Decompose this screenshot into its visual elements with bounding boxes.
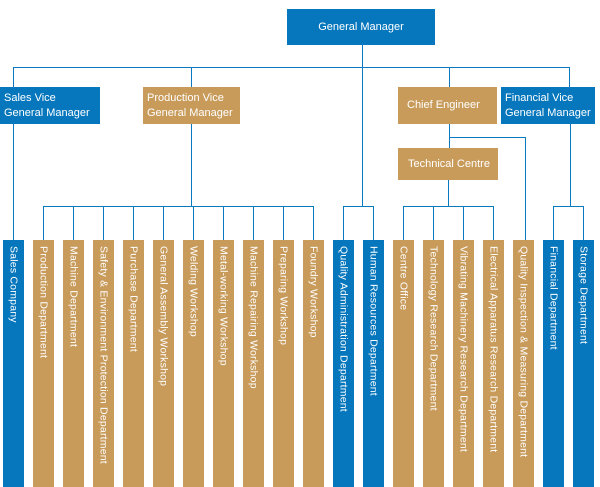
org-box-department: Quality Administration Department: [333, 240, 354, 487]
department-label: Foundry Workshop: [307, 246, 320, 338]
connector-line: [362, 67, 363, 206]
org-box-chief-engineer: Chief Engineer: [398, 87, 497, 124]
org-box-department: Sales Company: [3, 240, 24, 487]
connector-line: [553, 206, 554, 240]
connector-line: [493, 206, 494, 240]
connector-line: [403, 206, 404, 240]
department-label: Storage Department: [577, 246, 590, 345]
connector-line: [103, 206, 104, 240]
org-box-department: Machine Department: [63, 240, 84, 487]
org-box-production-vice-general-manager: Production Vice General Manager: [143, 87, 240, 124]
department-label: Safety & Environment Protection Departme…: [97, 246, 110, 464]
org-box-department: Storage Department: [573, 240, 594, 487]
connector-line: [343, 206, 344, 240]
org-box-department: Quality Inspection & Measuring Departmen…: [513, 240, 534, 487]
connector-line: [13, 67, 14, 87]
connector-line: [13, 67, 570, 68]
org-box-sales-vice-general-manager: Sales Vice General Manager: [0, 87, 100, 124]
department-label: Technology Research Department: [427, 246, 440, 411]
org-box-department: Human Resources Department: [363, 240, 384, 487]
department-label: Electrical Apparatus Research Department: [487, 246, 500, 453]
connector-line: [73, 206, 74, 240]
connector-line: [313, 206, 314, 240]
connector-line: [133, 206, 134, 240]
department-label: General Assembly Workshop: [157, 246, 170, 387]
connector-line: [570, 124, 571, 206]
connector-line: [191, 124, 192, 206]
connector-line: [525, 137, 526, 240]
org-box-department: General Assembly Workshop: [153, 240, 174, 487]
connector-line: [343, 206, 374, 207]
org-box-department: Technology Research Department: [423, 240, 444, 487]
department-label: Metal-working Workshop: [217, 246, 230, 366]
department-label: Vibrating Machinery Research Department: [457, 246, 470, 453]
connector-line: [569, 67, 570, 87]
org-box-department: Electrical Apparatus Research Department: [483, 240, 504, 487]
department-label: Centre Office: [397, 246, 410, 311]
org-box-financial-vice-general-manager: Financial Vice General Manager: [501, 87, 595, 124]
connector-line: [448, 180, 449, 206]
connector-line: [223, 206, 224, 240]
org-box-department: Metal-working Workshop: [213, 240, 234, 487]
org-box-department: Production Department: [33, 240, 54, 487]
department-label: Quality Administration Department: [337, 246, 350, 412]
org-box-technical-centre: Technical Centre: [398, 148, 498, 180]
connector-line: [13, 124, 14, 240]
org-box-department: Preparing Workshop: [273, 240, 294, 487]
connector-line: [433, 206, 434, 240]
org-box-department: Safety & Environment Protection Departme…: [93, 240, 114, 487]
org-box-general-manager: General Manager: [287, 9, 435, 45]
connector-line: [163, 206, 164, 240]
org-box-department: Welding Workshop: [183, 240, 204, 487]
org-box-department: Foundry Workshop: [303, 240, 324, 487]
connector-line: [449, 124, 450, 148]
connector-line: [553, 206, 584, 207]
org-box-department: Centre Office: [393, 240, 414, 487]
department-label: Purchase Department: [127, 246, 140, 352]
department-label: Preparing Workshop: [277, 246, 290, 346]
connector-line: [583, 206, 584, 240]
department-label: Financial Department: [547, 246, 560, 350]
department-label: Quality Inspection & Measuring Departmen…: [517, 246, 530, 458]
department-label: Machine Department: [67, 246, 80, 348]
department-label: Sales Company: [7, 246, 20, 323]
connector-line: [43, 206, 44, 240]
org-box-department: Purchase Department: [123, 240, 144, 487]
connector-line: [362, 45, 363, 67]
connector-line: [253, 206, 254, 240]
department-label: Welding Workshop: [187, 246, 200, 337]
connector-line: [193, 206, 194, 240]
connector-line: [373, 206, 374, 240]
org-box-department: Machine Repairing Workshop: [243, 240, 264, 487]
connector-line: [283, 206, 284, 240]
connector-line: [449, 137, 526, 138]
department-label: Production Department: [37, 246, 50, 359]
department-label: Machine Repairing Workshop: [247, 246, 260, 389]
department-label: Human Resources Department: [367, 246, 380, 396]
org-box-department: Financial Department: [543, 240, 564, 487]
org-box-department: Vibrating Machinery Research Department: [453, 240, 474, 487]
connector-line: [43, 206, 314, 207]
connector-line: [191, 67, 192, 87]
connector-line: [463, 206, 464, 240]
connector-line: [449, 67, 450, 87]
connector-line: [403, 206, 494, 207]
